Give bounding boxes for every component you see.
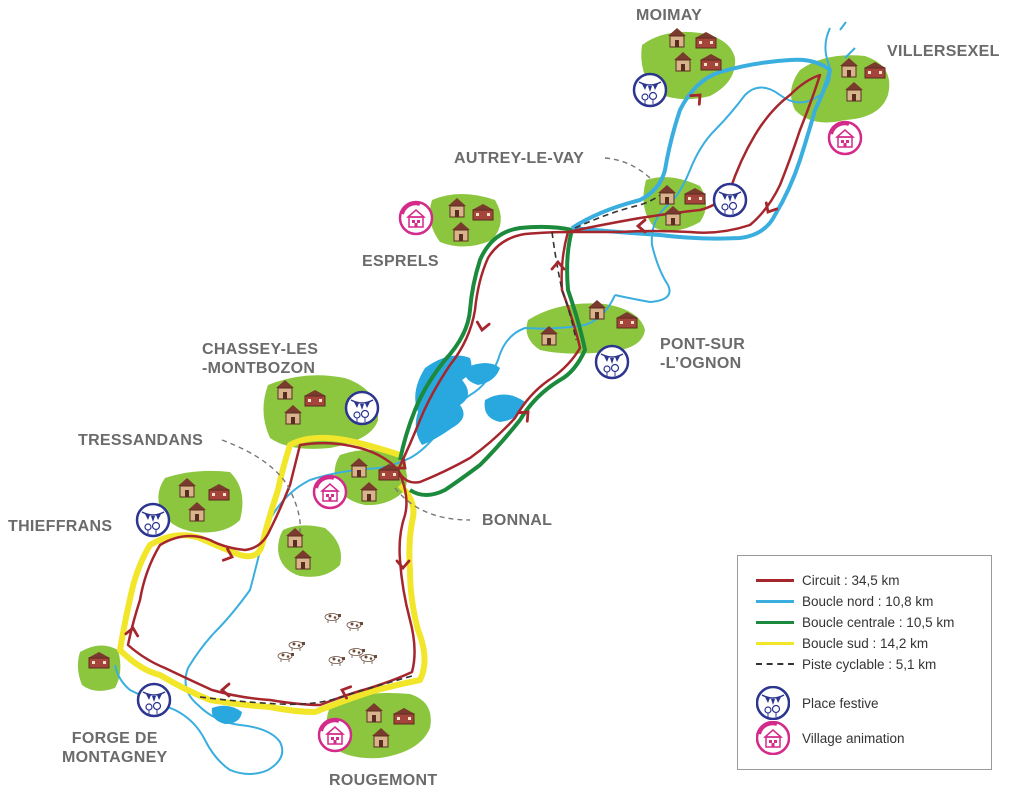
legend-label-boucle-sud: Boucle sud : 14,2 km: [802, 635, 929, 651]
label-leaders: [221, 157, 651, 533]
legend-item-boucle-centrale: Boucle centrale : 10,5 km: [756, 612, 954, 632]
boucle-sud-swatch: [756, 641, 794, 645]
legend-label-place-festive: Place festive: [802, 695, 879, 711]
legend-item-boucle-sud: Boucle sud : 14,2 km: [756, 633, 928, 653]
legend-label-piste-cyclable: Piste cyclable : 5,1 km: [802, 656, 937, 672]
legend-item-boucle-nord: Boucle nord : 10,8 km: [756, 591, 933, 611]
lake: [415, 355, 472, 445]
place-label-autrey-le-vay: AUTREY-LE-VAY: [454, 150, 585, 167]
pond: [464, 363, 500, 385]
place-label-rougemont: ROUGEMONT: [329, 772, 438, 789]
legend-label-village-animation: Village animation: [802, 730, 905, 746]
boucle-centrale-swatch: [756, 620, 794, 624]
legend-item-piste-cyclable: Piste cyclable : 5,1 km: [756, 654, 936, 674]
cows: [277, 613, 378, 667]
legend-item-circuit: Circuit : 34,5 km: [756, 570, 900, 590]
place-label-moimay: MOIMAY: [636, 7, 703, 24]
place-label-thieffrans: THIEFFRANS: [8, 518, 113, 535]
legend-item-place-festive: Place festive: [756, 686, 879, 720]
festive-place-icon: [756, 686, 790, 720]
map-legend: Circuit : 34,5 km Boucle nord : 10,8 km …: [737, 555, 992, 770]
place-label-pont-sur-lognon: PONT-SUR -L’OGNON: [660, 336, 746, 372]
piste-cyclable-swatch: [756, 663, 794, 665]
forge-pond: [211, 705, 242, 724]
place-label-tressandans: TRESSANDANS: [78, 432, 204, 449]
route-boucle-nord: [570, 57, 832, 241]
place-label-chassey-les-montbozon: CHASSEY-LES -MONTBOZON: [202, 341, 319, 377]
route-boucle-sud: [117, 434, 428, 715]
small-lake: [484, 394, 525, 422]
legend-label-circuit: Circuit : 34,5 km: [802, 572, 900, 588]
legend-label-boucle-nord: Boucle nord : 10,8 km: [802, 593, 934, 609]
village-animation-icon: [756, 721, 790, 755]
legend-item-village-animation: Village animation: [756, 721, 905, 755]
route-circuit: [126, 73, 822, 707]
circuit-swatch: [756, 578, 794, 582]
route-boucle-centrale: [398, 224, 587, 497]
place-label-villersexel: VILLERSEXEL: [887, 43, 1000, 60]
place-label-esprels: ESPRELS: [362, 253, 439, 270]
legend-label-boucle-centrale: Boucle centrale : 10,5 km: [802, 614, 955, 630]
place-label-forge-de-montagney: FORGE DE MONTAGNEY: [62, 730, 168, 766]
boucle-nord-swatch: [756, 599, 794, 603]
place-label-bonnal: BONNAL: [482, 512, 553, 529]
